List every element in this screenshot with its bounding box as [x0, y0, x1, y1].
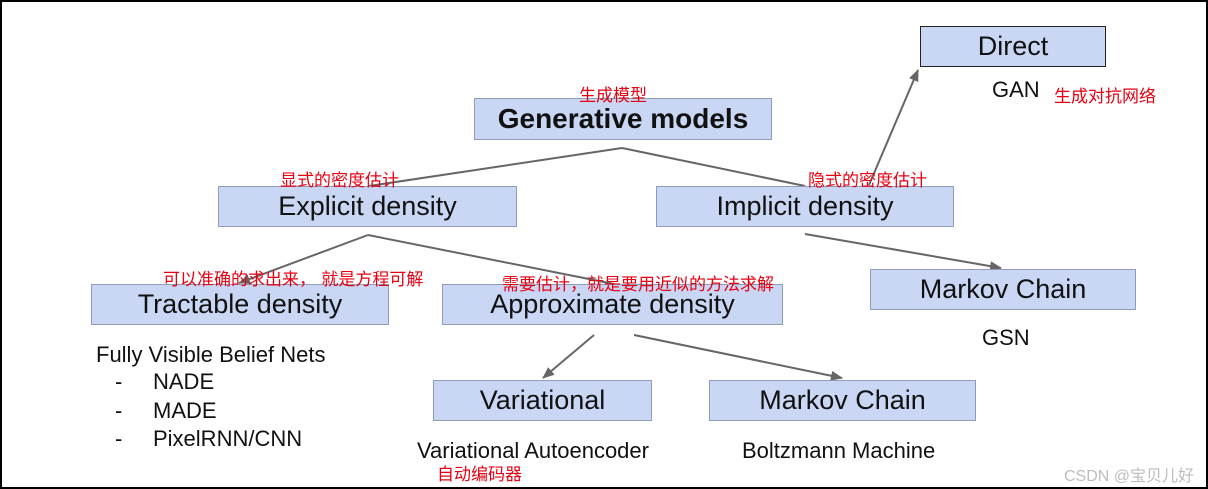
arrow-approximate-markov: [633, 334, 843, 381]
fvbn-list: - NADE - MADE - PixelRNN/CNN: [115, 368, 302, 454]
link-generative-explicit: [368, 147, 623, 187]
node-markov-chain-implicit: Markov Chain: [870, 269, 1136, 310]
annotation-vae-cn: 自动编码器: [437, 465, 522, 485]
arrow-approximate-variational: [542, 334, 595, 379]
node-variational: Variational: [433, 380, 652, 421]
label-gsn: GSN: [982, 325, 1030, 350]
list-item: - NADE: [115, 368, 302, 397]
bullet-dash: -: [115, 397, 123, 423]
arrow-explicit-tractable: [238, 234, 369, 284]
link-explicit-approximate: [367, 234, 615, 285]
annotation-explicit-cn: 显式的密度估计: [280, 171, 399, 191]
bullet-dash: -: [115, 426, 123, 451]
annotation-approximate-cn: 需要估计，就是要用近似的方法求解: [502, 275, 774, 295]
list-item-label: MADE: [153, 397, 217, 423]
label-gan: GAN: [992, 77, 1040, 102]
annotation-implicit-cn: 隐式的密度估计: [808, 171, 927, 191]
label-variational-autoencoder: Variational Autoencoder: [417, 438, 649, 463]
link-generative-implicit: [621, 147, 806, 187]
node-markov-chain-approximate: Markov Chain: [709, 380, 976, 421]
node-implicit-density: Implicit density: [656, 186, 954, 227]
bullet-dash: -: [115, 369, 123, 394]
node-direct: Direct: [920, 26, 1106, 67]
list-item: - PixelRNN/CNN: [115, 425, 302, 454]
node-explicit-density: Explicit density: [218, 186, 517, 227]
annotation-gan-cn: 生成对抗网络: [1054, 87, 1156, 107]
arrow-implicit-markov: [804, 233, 1002, 272]
node-tractable-density: Tractable density: [91, 284, 389, 325]
list-item-label: PixelRNN/CNN: [153, 426, 303, 451]
annotation-tractable-cn: 可以准确的求出来， 就是方程可解: [163, 270, 424, 290]
node-approximate-density: Approximate density: [442, 284, 783, 325]
node-generative-models: Generative models: [474, 98, 772, 140]
label-boltzmann-machine: Boltzmann Machine: [742, 438, 936, 463]
list-item: - MADE: [115, 397, 302, 426]
arrow-implicit-direct: [868, 69, 919, 186]
list-item-label: NADE: [153, 369, 215, 394]
annotation-generative-cn: 生成模型: [579, 86, 647, 106]
label-fvbn-title: Fully Visible Belief Nets: [96, 342, 326, 367]
watermark: CSDN @宝贝儿好: [1064, 468, 1195, 485]
